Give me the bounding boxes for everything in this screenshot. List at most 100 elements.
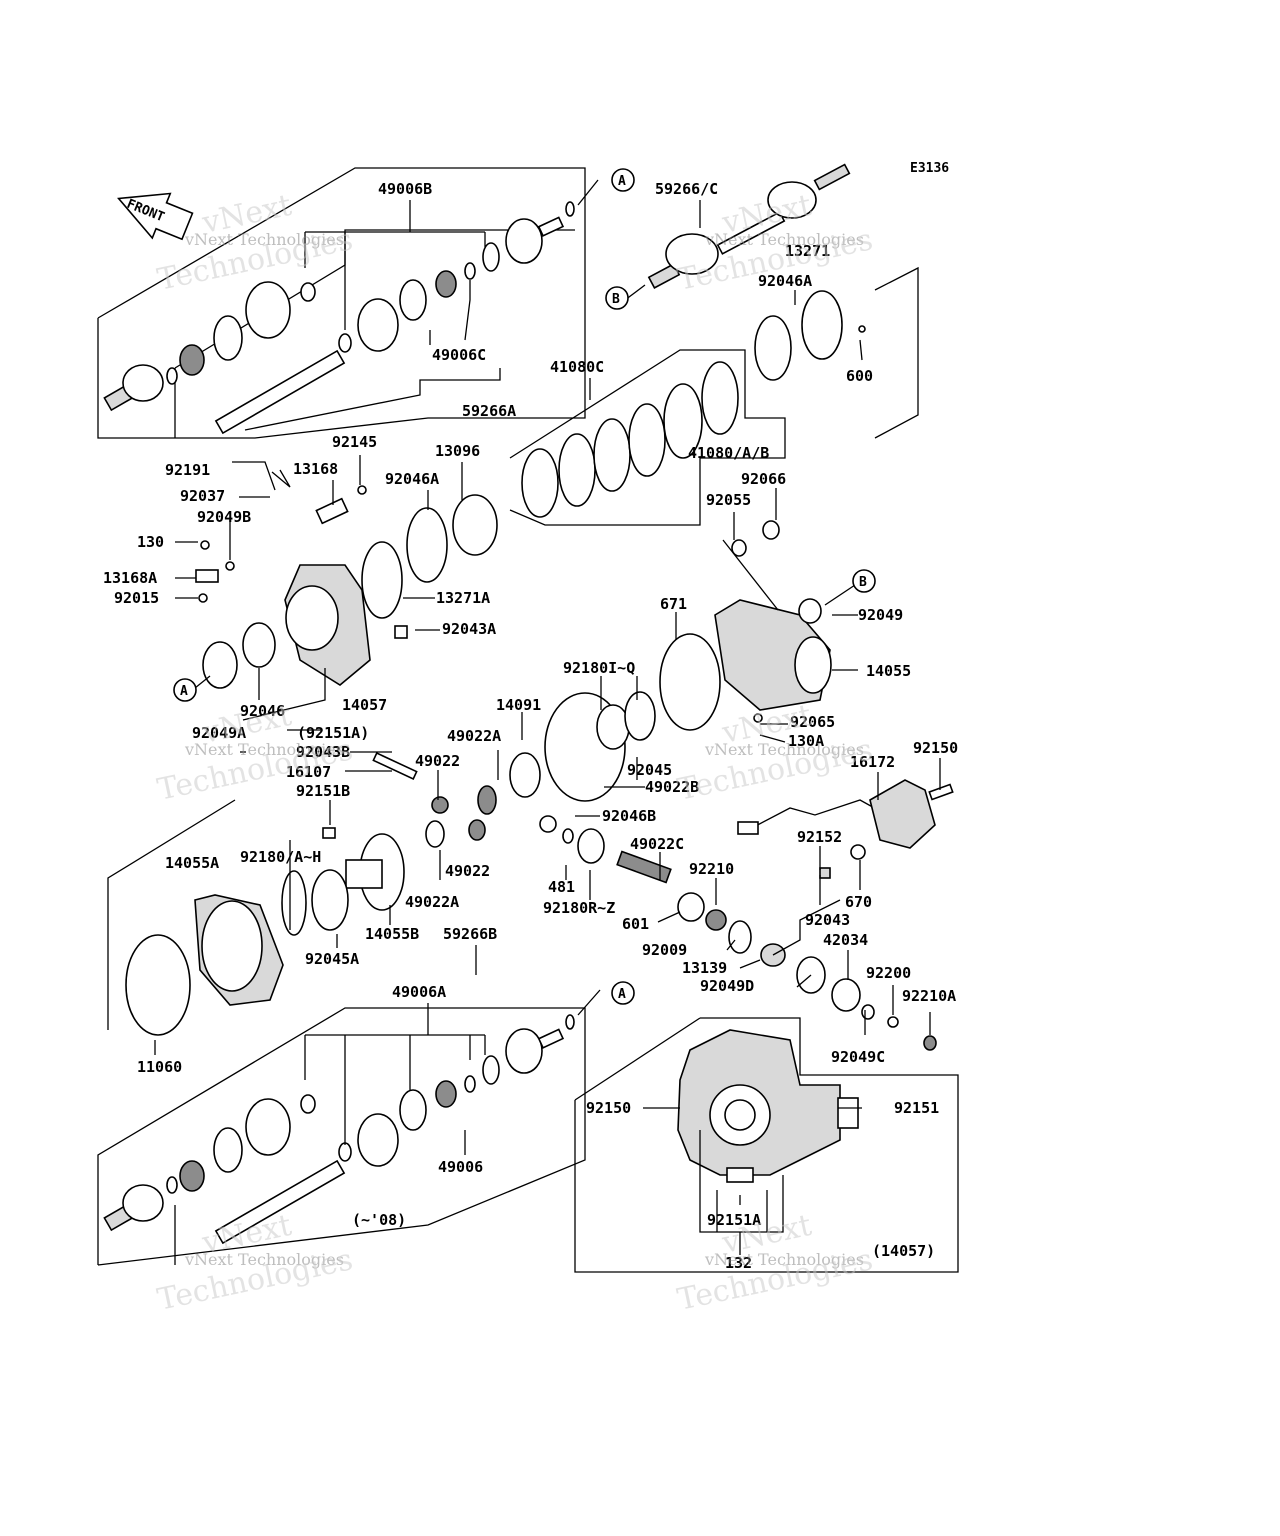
part-label: 92055 <box>706 491 751 509</box>
svg-text:vNext Technologies: vNext Technologies <box>704 740 864 759</box>
svg-text:vNext Technologies: vNext Technologies <box>704 230 864 249</box>
part-label: 92152 <box>797 828 842 846</box>
part-label: 92180R~Z <box>543 899 615 917</box>
lower-front-drive-shaft-parts <box>103 1014 575 1245</box>
part-label: 14055B <box>365 925 419 943</box>
part-label: 16107 <box>286 763 331 781</box>
part-label: 92151 <box>894 1099 939 1117</box>
part-label: 92049A <box>192 724 246 742</box>
differential-case-and-cover <box>125 827 405 1036</box>
part-label: 13139 <box>682 959 727 977</box>
part-label: 92180/A~H <box>240 848 321 866</box>
part-label: 92150 <box>913 739 958 757</box>
part-label: 92151B <box>296 782 350 800</box>
part-label: 92150 <box>586 1099 631 1117</box>
part-label: 49022B <box>645 778 699 796</box>
part-label: 14055A <box>165 854 219 872</box>
part-label: 92037 <box>180 487 225 505</box>
svg-text:B: B <box>859 575 867 590</box>
part-label: 92043A <box>442 620 496 638</box>
svg-text:vNext Technologies: vNext Technologies <box>184 740 344 759</box>
part-label: 92046A <box>385 470 439 488</box>
part-label: 600 <box>846 367 873 385</box>
svg-text:B: B <box>612 292 620 307</box>
part-label: 92049 <box>858 606 903 624</box>
differential-internals <box>372 691 937 1051</box>
part-label: 92009 <box>642 941 687 959</box>
part-label: 14091 <box>496 696 541 714</box>
part-label: 92046 <box>240 702 285 720</box>
part-label: 92015 <box>114 589 159 607</box>
callout-b-mid: B <box>852 569 876 593</box>
part-label: 92191 <box>165 461 210 479</box>
part-label: 92200 <box>866 964 911 982</box>
part-label: 92066 <box>741 470 786 488</box>
rear-cv-shaft-59266C <box>647 163 851 289</box>
part-label: 41080C <box>550 358 604 376</box>
part-label: 601 <box>622 915 649 933</box>
part-label: 49006C <box>432 346 486 364</box>
callout-a-bottom: A <box>611 981 635 1005</box>
svg-text:A: A <box>618 987 626 1002</box>
part-label: 92049B <box>197 508 251 526</box>
part-label: 41080/A/B <box>688 444 769 462</box>
svg-text:vNext Technologies: vNext Technologies <box>704 1250 864 1269</box>
clutch-disc-pack <box>521 290 866 518</box>
part-label: 13271A <box>436 589 490 607</box>
part-label: 49006 <box>438 1158 483 1176</box>
assembled-gear-case-view <box>677 1029 859 1183</box>
part-label: 59266/C <box>655 180 718 198</box>
part-label: 92065 <box>790 713 835 731</box>
part-label: 92046A <box>758 272 812 290</box>
part-label: 14055 <box>866 662 911 680</box>
part-label: 13168A <box>103 569 157 587</box>
part-label: 92180I~Q <box>563 659 635 677</box>
leader-lines <box>154 179 941 1255</box>
part-label: 49022C <box>630 835 684 853</box>
part-number-labels: 49006B 59266/C 49006C 59266A 92046A 600 … <box>103 180 958 1272</box>
part-label: 49022A <box>405 893 459 911</box>
part-label: 49022 <box>445 862 490 880</box>
part-label: 92145 <box>332 433 377 451</box>
diagram-code: E3136 <box>910 161 949 176</box>
part-label: 92045 <box>627 761 672 779</box>
part-label: (92151A) <box>297 724 369 742</box>
svg-text:vNext Technologies: vNext Technologies <box>184 1250 344 1269</box>
part-label: 49006B <box>378 180 432 198</box>
part-label: 14057 <box>342 696 387 714</box>
part-label: 16172 <box>850 753 895 771</box>
part-label: 59266B <box>443 925 497 943</box>
part-label: 92049D <box>700 977 754 995</box>
part-label: 92045A <box>305 950 359 968</box>
part-label: 92210A <box>902 987 956 1005</box>
actuator-16172 <box>737 779 954 849</box>
part-label: 13096 <box>435 442 480 460</box>
callout-markers: A B B A A <box>173 168 876 1005</box>
part-label: 130 <box>137 533 164 551</box>
part-label: 13271 <box>785 242 830 260</box>
part-label: 42034 <box>823 931 868 949</box>
upper-front-drive-shaft-parts <box>103 201 575 435</box>
svg-text:vNext Technologies: vNext Technologies <box>184 230 344 249</box>
part-label: 130A <box>788 732 824 750</box>
part-label: (~'08) <box>352 1211 406 1229</box>
part-label: (14057) <box>872 1242 935 1260</box>
part-label: 92049C <box>831 1048 885 1066</box>
part-label: 671 <box>660 595 687 613</box>
part-label: 132 <box>725 1254 752 1272</box>
svg-text:A: A <box>180 684 188 699</box>
part-label: 92043 <box>805 911 850 929</box>
part-label: 11060 <box>137 1058 182 1076</box>
svg-text:A: A <box>618 174 626 189</box>
part-label: 59266A <box>462 402 516 420</box>
part-label: 13168 <box>293 460 338 478</box>
front-gear-case-14057 <box>195 461 498 689</box>
part-label: 92210 <box>689 860 734 878</box>
part-label: 481 <box>548 878 575 896</box>
callout-a-mid: A <box>173 678 197 702</box>
front-direction-arrow: FRONT <box>117 192 194 241</box>
callout-a-top: A <box>611 168 635 192</box>
part-label: 49022 <box>415 752 460 770</box>
callout-b-top: B <box>605 286 629 310</box>
